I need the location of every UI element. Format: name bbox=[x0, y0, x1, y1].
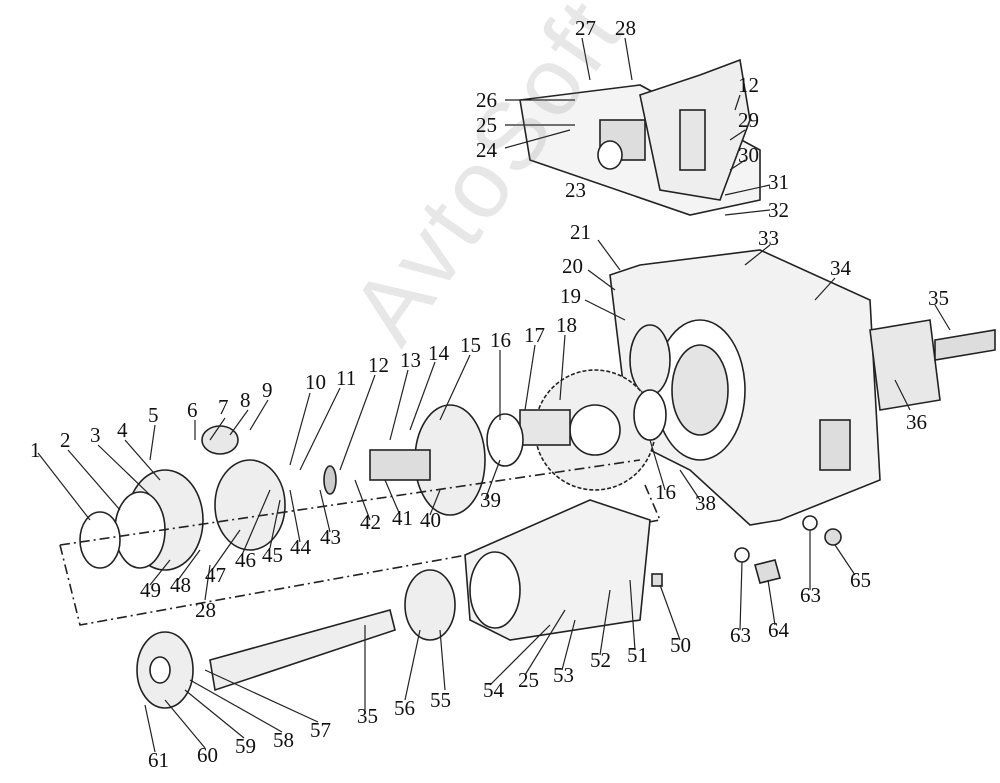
callout-label-58: 58 bbox=[273, 728, 294, 752]
callout-label-12: 12 bbox=[738, 73, 759, 97]
callout-label-2: 2 bbox=[60, 428, 71, 452]
callout-label-65: 65 bbox=[850, 568, 871, 592]
callout-label-19: 19 bbox=[560, 284, 581, 308]
callout-label-28: 28 bbox=[195, 598, 216, 622]
callout-label-35: 35 bbox=[357, 704, 378, 728]
callout-label-56: 56 bbox=[394, 696, 415, 720]
callout-label-64: 64 bbox=[768, 618, 789, 642]
callout-label-23: 23 bbox=[565, 178, 586, 202]
bracket-part bbox=[201, 425, 239, 455]
callout-label-3: 3 bbox=[90, 423, 101, 447]
callout-label-44: 44 bbox=[290, 535, 311, 559]
callout-label-16: 16 bbox=[655, 480, 676, 504]
pinion-shaft-part bbox=[369, 449, 431, 481]
bearing-part bbox=[633, 389, 667, 441]
callout-label-50: 50 bbox=[670, 633, 691, 657]
callout-label-30: 30 bbox=[738, 143, 759, 167]
shaft-gear-part bbox=[519, 409, 571, 446]
callout-label-43: 43 bbox=[320, 525, 341, 549]
pto-shaft-part bbox=[209, 609, 396, 692]
callout-label-25: 25 bbox=[518, 668, 539, 692]
callout-label-45: 45 bbox=[262, 543, 283, 567]
callout-label-63: 63 bbox=[800, 583, 821, 607]
callout-label-26: 26 bbox=[476, 88, 497, 112]
hub-part bbox=[214, 459, 286, 551]
callout-label-13: 13 bbox=[400, 348, 421, 372]
bearing-part bbox=[486, 413, 524, 467]
callout-label-57: 57 bbox=[310, 718, 331, 742]
callout-label-53: 53 bbox=[553, 663, 574, 687]
callout-label-11: 11 bbox=[336, 366, 357, 390]
callout-label-6: 6 bbox=[187, 398, 198, 422]
callout-label-54: 54 bbox=[483, 678, 504, 702]
callout-label-52: 52 bbox=[590, 648, 611, 672]
callout-label-47: 47 bbox=[205, 563, 226, 587]
callout-label-7: 7 bbox=[218, 395, 229, 419]
callout-label-33: 33 bbox=[758, 226, 779, 250]
callout-label-10: 10 bbox=[305, 370, 326, 394]
callout-label-17: 17 bbox=[524, 323, 545, 347]
callout-label-48: 48 bbox=[170, 573, 191, 597]
callout-label-1: 1 bbox=[30, 438, 41, 462]
callout-label-9: 9 bbox=[262, 378, 273, 402]
callout-label-36: 36 bbox=[906, 410, 927, 434]
callout-label-27: 27 bbox=[575, 16, 596, 40]
callout-label-21: 21 bbox=[570, 220, 591, 244]
bearing-part bbox=[404, 569, 456, 641]
callout-label-60: 60 bbox=[197, 743, 218, 767]
callout-label-49: 49 bbox=[140, 578, 161, 602]
callout-label-20: 20 bbox=[562, 254, 583, 278]
callout-label-15: 15 bbox=[460, 333, 481, 357]
callout-label-51: 51 bbox=[627, 643, 648, 667]
callout-label-5: 5 bbox=[148, 403, 159, 427]
callout-label-4: 4 bbox=[117, 418, 128, 442]
callout-label-18: 18 bbox=[556, 313, 577, 337]
callout-label-59: 59 bbox=[235, 734, 256, 758]
callout-label-40: 40 bbox=[420, 508, 441, 532]
callout-label-12: 12 bbox=[368, 353, 389, 377]
callout-label-63: 63 bbox=[730, 623, 751, 647]
callout-label-38: 38 bbox=[695, 491, 716, 515]
callout-label-42: 42 bbox=[360, 510, 381, 534]
callout-label-41: 41 bbox=[392, 506, 413, 530]
callout-label-39: 39 bbox=[480, 488, 501, 512]
callout-label-55: 55 bbox=[430, 688, 451, 712]
callout-label-24: 24 bbox=[476, 138, 497, 162]
callout-label-61: 61 bbox=[148, 748, 169, 772]
callout-label-46: 46 bbox=[235, 548, 256, 572]
callout-label-31: 31 bbox=[768, 170, 789, 194]
seal-part bbox=[79, 511, 121, 569]
transmission-housing-part bbox=[609, 249, 996, 526]
callout-label-14: 14 bbox=[428, 341, 449, 365]
callout-label-8: 8 bbox=[240, 388, 251, 412]
callout-label-35: 35 bbox=[928, 286, 949, 310]
callout-label-16: 16 bbox=[490, 328, 511, 352]
callout-label-34: 34 bbox=[830, 256, 851, 280]
callout-label-28: 28 bbox=[615, 16, 636, 40]
callout-label-32: 32 bbox=[768, 198, 789, 222]
lift-cover-part bbox=[519, 58, 761, 216]
callout-label-25: 25 bbox=[476, 113, 497, 137]
callout-label-29: 29 bbox=[738, 108, 759, 132]
